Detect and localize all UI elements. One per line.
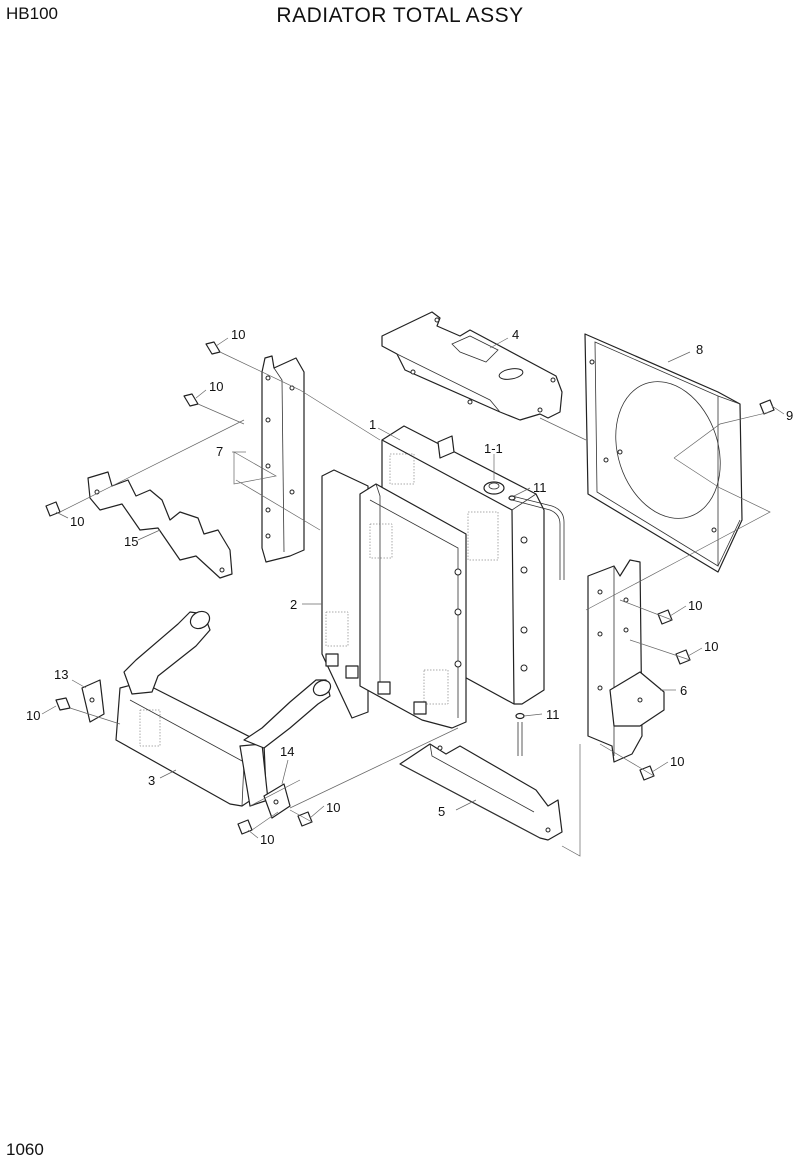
assembly-guide-lines [59,351,771,857]
callout-2: 2 [290,597,297,612]
callout-10: 10 [326,800,340,815]
callout-10: 10 [209,379,223,394]
part-10-bolt-c [45,501,61,517]
callout-7: 7 [216,444,223,459]
callout-4: 4 [512,327,519,342]
callout-10: 10 [688,598,702,613]
model-code: HB100 [6,4,58,23]
part-7-left-side-plate [261,355,305,563]
callout-10: 10 [26,708,40,723]
callout-15: 15 [124,534,138,549]
callout-11: 11 [546,707,560,722]
callout-6: 6 [680,683,687,698]
part-10-bolt-f [297,811,313,827]
part-10-bolt-d [55,697,71,711]
part-3-intercooler [115,610,332,807]
part-15-stay-plate [87,471,233,579]
callout-14: 14 [280,744,294,759]
callout-8: 8 [696,342,703,357]
part-1-1-radiator-cap [483,481,505,495]
page-number: 1060 [6,1140,44,1159]
callout-1-1: 1-1 [484,441,503,456]
part-11-grommet-upper [508,495,516,501]
callout-3: 3 [148,773,155,788]
part-2-cooler-frame [321,469,467,729]
callout-labels: 10 10 7 10 15 4 1 1-1 11 8 2 10 10 6 11 … [26,327,793,847]
callout-13: 13 [54,667,68,682]
callout-5: 5 [438,804,445,819]
callout-10: 10 [260,832,274,847]
part-9-bolt [759,399,775,415]
callout-10: 10 [704,639,718,654]
part-10-bolt-h [675,649,691,665]
part-13-bracket [81,679,105,723]
callout-10: 10 [670,754,684,769]
part-10-bolt-a [205,341,221,355]
page-title: RADIATOR TOTAL ASSY [276,4,524,27]
part-8-fan-shroud [584,333,743,573]
overflow-pipe [511,495,565,580]
callout-11: 11 [533,480,547,495]
part-5-bottom-bracket [399,743,563,841]
callout-10: 10 [231,327,245,342]
part-14-bracket [263,783,291,819]
part-10-bolt-b [183,393,199,407]
callout-9: 9 [786,408,793,423]
part-4-top-bracket [381,311,563,421]
part-11-grommet-lower [515,712,525,756]
callout-1: 1 [369,417,376,432]
part-6-right-side-plate [587,559,665,763]
callout-10: 10 [70,514,84,529]
part-10-bolt-i [639,765,655,781]
callout-leaders [41,337,785,839]
